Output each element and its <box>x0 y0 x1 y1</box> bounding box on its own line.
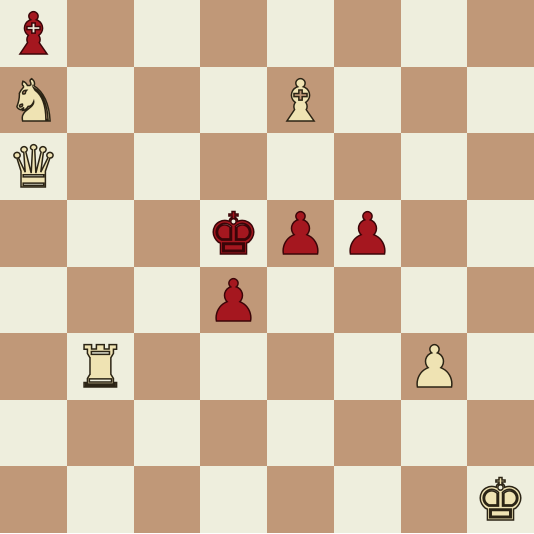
square-h2[interactable] <box>467 400 534 466</box>
square-b7[interactable] <box>67 67 134 133</box>
black-pawn-f5[interactable]: ♟ <box>334 200 401 267</box>
square-c7[interactable] <box>134 67 200 133</box>
square-d8[interactable] <box>200 0 267 67</box>
square-d3[interactable] <box>200 333 267 400</box>
square-e3[interactable] <box>267 333 334 400</box>
black-pawn-e5[interactable]: ♟ <box>267 200 334 267</box>
square-b1[interactable] <box>67 466 134 533</box>
square-c6[interactable] <box>134 133 200 200</box>
black-pawn-d4[interactable]: ♟ <box>200 267 267 334</box>
square-h7[interactable] <box>467 67 534 133</box>
square-a5[interactable] <box>0 200 67 267</box>
square-h3[interactable] <box>467 333 534 400</box>
square-f2[interactable] <box>334 400 401 466</box>
white-bishop-e7[interactable]: ♝ <box>267 67 334 134</box>
square-g4[interactable] <box>401 267 467 333</box>
square-e2[interactable] <box>267 400 334 466</box>
square-c8[interactable] <box>134 0 200 67</box>
square-h4[interactable] <box>467 267 534 333</box>
square-f4[interactable] <box>334 267 401 333</box>
square-h8[interactable] <box>467 0 534 67</box>
square-a3[interactable] <box>0 333 67 400</box>
square-c2[interactable] <box>134 400 200 466</box>
square-c1[interactable] <box>134 466 200 533</box>
square-d1[interactable] <box>200 466 267 533</box>
square-e4[interactable] <box>267 267 334 333</box>
square-d7[interactable] <box>200 67 267 133</box>
square-f6[interactable] <box>334 133 401 200</box>
square-e8[interactable] <box>267 0 334 67</box>
square-g8[interactable] <box>401 0 467 67</box>
square-a1[interactable] <box>0 466 67 533</box>
square-e6[interactable] <box>267 133 334 200</box>
square-a4[interactable] <box>0 267 67 333</box>
white-pawn-g3[interactable]: ♟ <box>401 333 468 400</box>
square-e1[interactable] <box>267 466 334 533</box>
white-king-h1[interactable]: ♚ <box>467 466 534 533</box>
square-h6[interactable] <box>467 133 534 200</box>
black-king-d5[interactable]: ♚ <box>200 200 267 267</box>
square-a2[interactable] <box>0 400 67 466</box>
white-knight-a7[interactable]: ♞ <box>0 67 67 134</box>
square-g5[interactable] <box>401 200 467 267</box>
square-g1[interactable] <box>401 466 467 533</box>
square-b5[interactable] <box>67 200 134 267</box>
square-b4[interactable] <box>67 267 134 333</box>
square-d6[interactable] <box>200 133 267 200</box>
square-f1[interactable] <box>334 466 401 533</box>
black-bishop-a8[interactable]: ♝ <box>0 0 67 67</box>
square-d2[interactable] <box>200 400 267 466</box>
square-c3[interactable] <box>134 333 200 400</box>
square-f3[interactable] <box>334 333 401 400</box>
white-queen-a6[interactable]: ♛ <box>0 133 67 200</box>
square-c4[interactable] <box>134 267 200 333</box>
square-g6[interactable] <box>401 133 467 200</box>
square-b2[interactable] <box>67 400 134 466</box>
square-h5[interactable] <box>467 200 534 267</box>
square-g2[interactable] <box>401 400 467 466</box>
square-g7[interactable] <box>401 67 467 133</box>
square-f7[interactable] <box>334 67 401 133</box>
white-rook-b3[interactable]: ♜ <box>67 333 134 400</box>
square-f8[interactable] <box>334 0 401 67</box>
square-c5[interactable] <box>134 200 200 267</box>
square-b8[interactable] <box>67 0 134 67</box>
square-b6[interactable] <box>67 133 134 200</box>
